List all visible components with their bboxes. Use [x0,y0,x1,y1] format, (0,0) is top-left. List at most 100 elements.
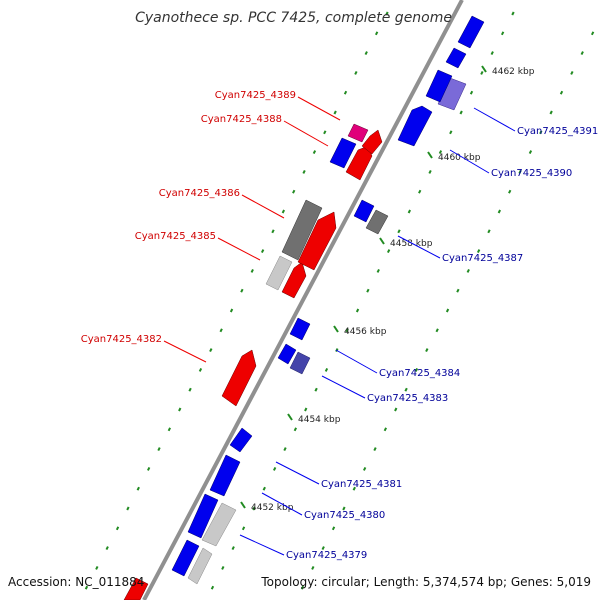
gc-dot [385,11,389,16]
scale-tick [379,237,385,245]
feature-cyan7425-4380-fwd[interactable] [187,493,219,539]
feature-cyan7425-4389-magenta[interactable] [347,123,369,143]
gene-leader-line [275,461,320,485]
feature-cyan7425-4380-gray[interactable] [201,502,237,547]
gene-leader-line [217,237,261,261]
feature-cyan7425-4382[interactable] [221,349,257,407]
gene-label[interactable]: Cyan7425_4388 [201,114,282,125]
gc-dot [438,150,443,155]
feature-cyan7425-4385-gray[interactable] [265,255,293,291]
gc-dot [262,486,266,491]
gc-dot [459,110,463,115]
feature-cyan7425-4391-blue-a[interactable] [425,69,453,103]
scale-tick-label: 4460 kbp [438,153,481,163]
gc-dot [376,268,380,273]
accession-text: Accession: NC_011884 [8,575,144,589]
gc-dot [157,447,161,452]
gc-dot [445,308,450,313]
gene-label[interactable]: Cyan7425_4390 [491,168,572,179]
feature-cyan7425-4379-gray[interactable] [187,547,213,585]
feature-cyan7425-4379-fwd[interactable] [171,539,200,577]
gc-dot [283,447,287,452]
gc-dot [146,466,151,471]
feature-cyan7425-4381-b[interactable] [229,427,253,453]
gc-dot [364,51,368,56]
gene-label[interactable]: Cyan7425_4380 [304,510,385,521]
scale-tick [240,501,246,509]
gc-dot [435,328,439,333]
gc-dot [105,546,109,551]
feature-cyan7425-4386-gray[interactable] [281,199,323,261]
gene-leader-line [163,340,207,363]
gc-dot [323,130,327,135]
scale-tick [481,65,487,73]
feature-cyan7425-4384-a[interactable] [277,343,297,365]
gene-label[interactable]: Cyan7425_4389 [215,90,296,101]
gene-leader-line [449,149,490,174]
feature-cyan7425-4391-blue-b[interactable] [445,47,467,69]
gene-leader-line [239,534,285,556]
gc-dot [324,367,329,372]
gene-label[interactable]: Cyan7425_4384 [379,368,460,379]
feature-cyan7425-4390[interactable] [397,105,433,147]
gene-leader-line [473,107,516,132]
gc-dot [210,585,215,590]
gc-dot [518,169,522,174]
gene-leader-line [297,96,341,121]
feature-cyan7425-4383[interactable] [289,351,311,375]
gene-label[interactable]: Cyan7425_4383 [367,393,448,404]
genome-backbone [142,0,464,600]
gc-dot [580,51,584,56]
gene-label[interactable]: Cyan7425_4385 [135,231,216,242]
feature-cyan7425-4384-b[interactable] [289,317,311,341]
gene-leader-line [241,194,285,219]
gc-dot [466,268,470,273]
gc-dot [373,447,377,452]
gc-dot [570,70,574,75]
gc-dot [355,308,360,313]
gc-dot [312,150,317,155]
gene-leader-line [397,235,441,259]
gc-dot [508,189,512,194]
feature-cyan7425-4387-gray[interactable] [365,209,389,235]
gc-dot [428,169,432,174]
gene-leader-line [283,120,329,147]
gc-dot [490,51,494,56]
feature-cyan7425-4388-blue[interactable] [329,137,357,169]
feature-cyan7425-4386-red[interactable] [297,211,337,271]
feature-cyan7425-4381-a[interactable] [209,454,241,497]
scale-tick [287,413,293,421]
feature-cyan7425-4389-red[interactable] [361,129,383,155]
gene-label[interactable]: Cyan7425_4391 [517,126,598,137]
gc-dot [374,31,379,36]
gc-dot [397,229,401,234]
gc-dot [480,70,484,75]
gc-dot [311,565,315,570]
scale-tick-label: 4456 kbp [344,327,387,337]
gc-dot [115,526,120,531]
gc-dot [469,90,474,95]
gene-label[interactable]: Cyan7425_4382 [81,334,162,345]
feature-cyan7425-4387-blue[interactable] [353,199,375,223]
gc-dot [366,288,370,293]
gc-dot [219,328,223,333]
gc-dot [407,209,411,214]
gc-dot [354,70,358,75]
gene-label[interactable]: Cyan7425_4379 [286,550,367,561]
gc-dot [304,407,308,412]
gene-label[interactable]: Cyan7425_4386 [159,188,240,199]
gene-leader-line [321,375,366,399]
features [123,15,485,600]
gc-dot [281,209,285,214]
gc-dots [84,11,595,590]
gene-label[interactable]: Cyan7425_4381 [321,479,402,490]
gc-dot [271,229,275,234]
feature-partial-red[interactable] [123,577,149,600]
feature-cyan7425-4385-red[interactable] [281,261,307,299]
scale-tick-label: 4452 kbp [251,503,294,513]
gene-label[interactable]: Cyan7425_4387 [442,253,523,264]
feature-cyan7425-4391-blue-c[interactable] [457,15,485,49]
gc-dot [342,506,346,511]
gc-dot [362,466,367,471]
